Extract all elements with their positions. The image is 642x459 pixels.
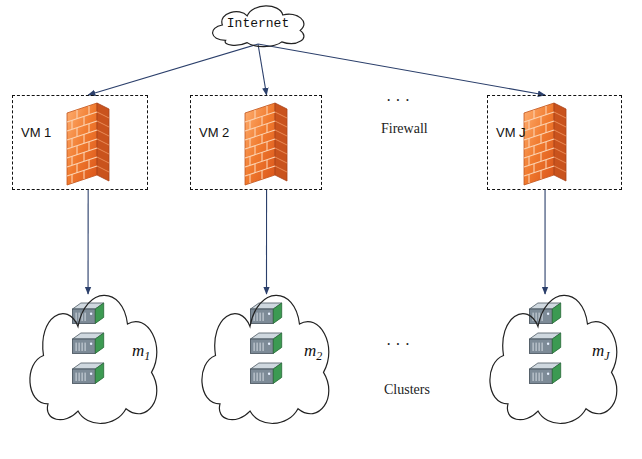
cluster-cloud: m1 bbox=[18, 283, 168, 428]
node-label: VM 2 bbox=[199, 125, 229, 140]
group-label: Clusters bbox=[384, 382, 430, 398]
internet-cloud: Internet bbox=[204, 2, 312, 48]
ellipsis: · · · bbox=[386, 92, 410, 110]
arrow-connector bbox=[266, 190, 267, 294]
cluster-cloud: mJ bbox=[478, 283, 628, 428]
vm-box: VM 2 bbox=[190, 95, 322, 190]
cluster-cloud: m2 bbox=[190, 283, 340, 428]
arrow-connector bbox=[258, 44, 267, 95]
node-label: mJ bbox=[592, 341, 610, 364]
vm-box: VM 1 bbox=[12, 95, 148, 190]
ellipsis: · · · bbox=[386, 336, 410, 354]
server-icon bbox=[73, 303, 561, 383]
vm-box: VM J bbox=[487, 95, 622, 190]
firewall-icon bbox=[67, 103, 566, 185]
node-label: Internet bbox=[227, 16, 289, 31]
node-label: VM J bbox=[496, 125, 526, 140]
arrow-connector bbox=[88, 44, 258, 95]
node-label: VM 1 bbox=[21, 125, 51, 140]
arrow-connector bbox=[88, 190, 89, 294]
group-label: Firewall bbox=[381, 121, 428, 137]
arrow-connector bbox=[544, 190, 545, 294]
arrow-connector bbox=[258, 44, 545, 95]
node-label: m2 bbox=[304, 341, 322, 364]
node-label: m1 bbox=[132, 341, 150, 364]
